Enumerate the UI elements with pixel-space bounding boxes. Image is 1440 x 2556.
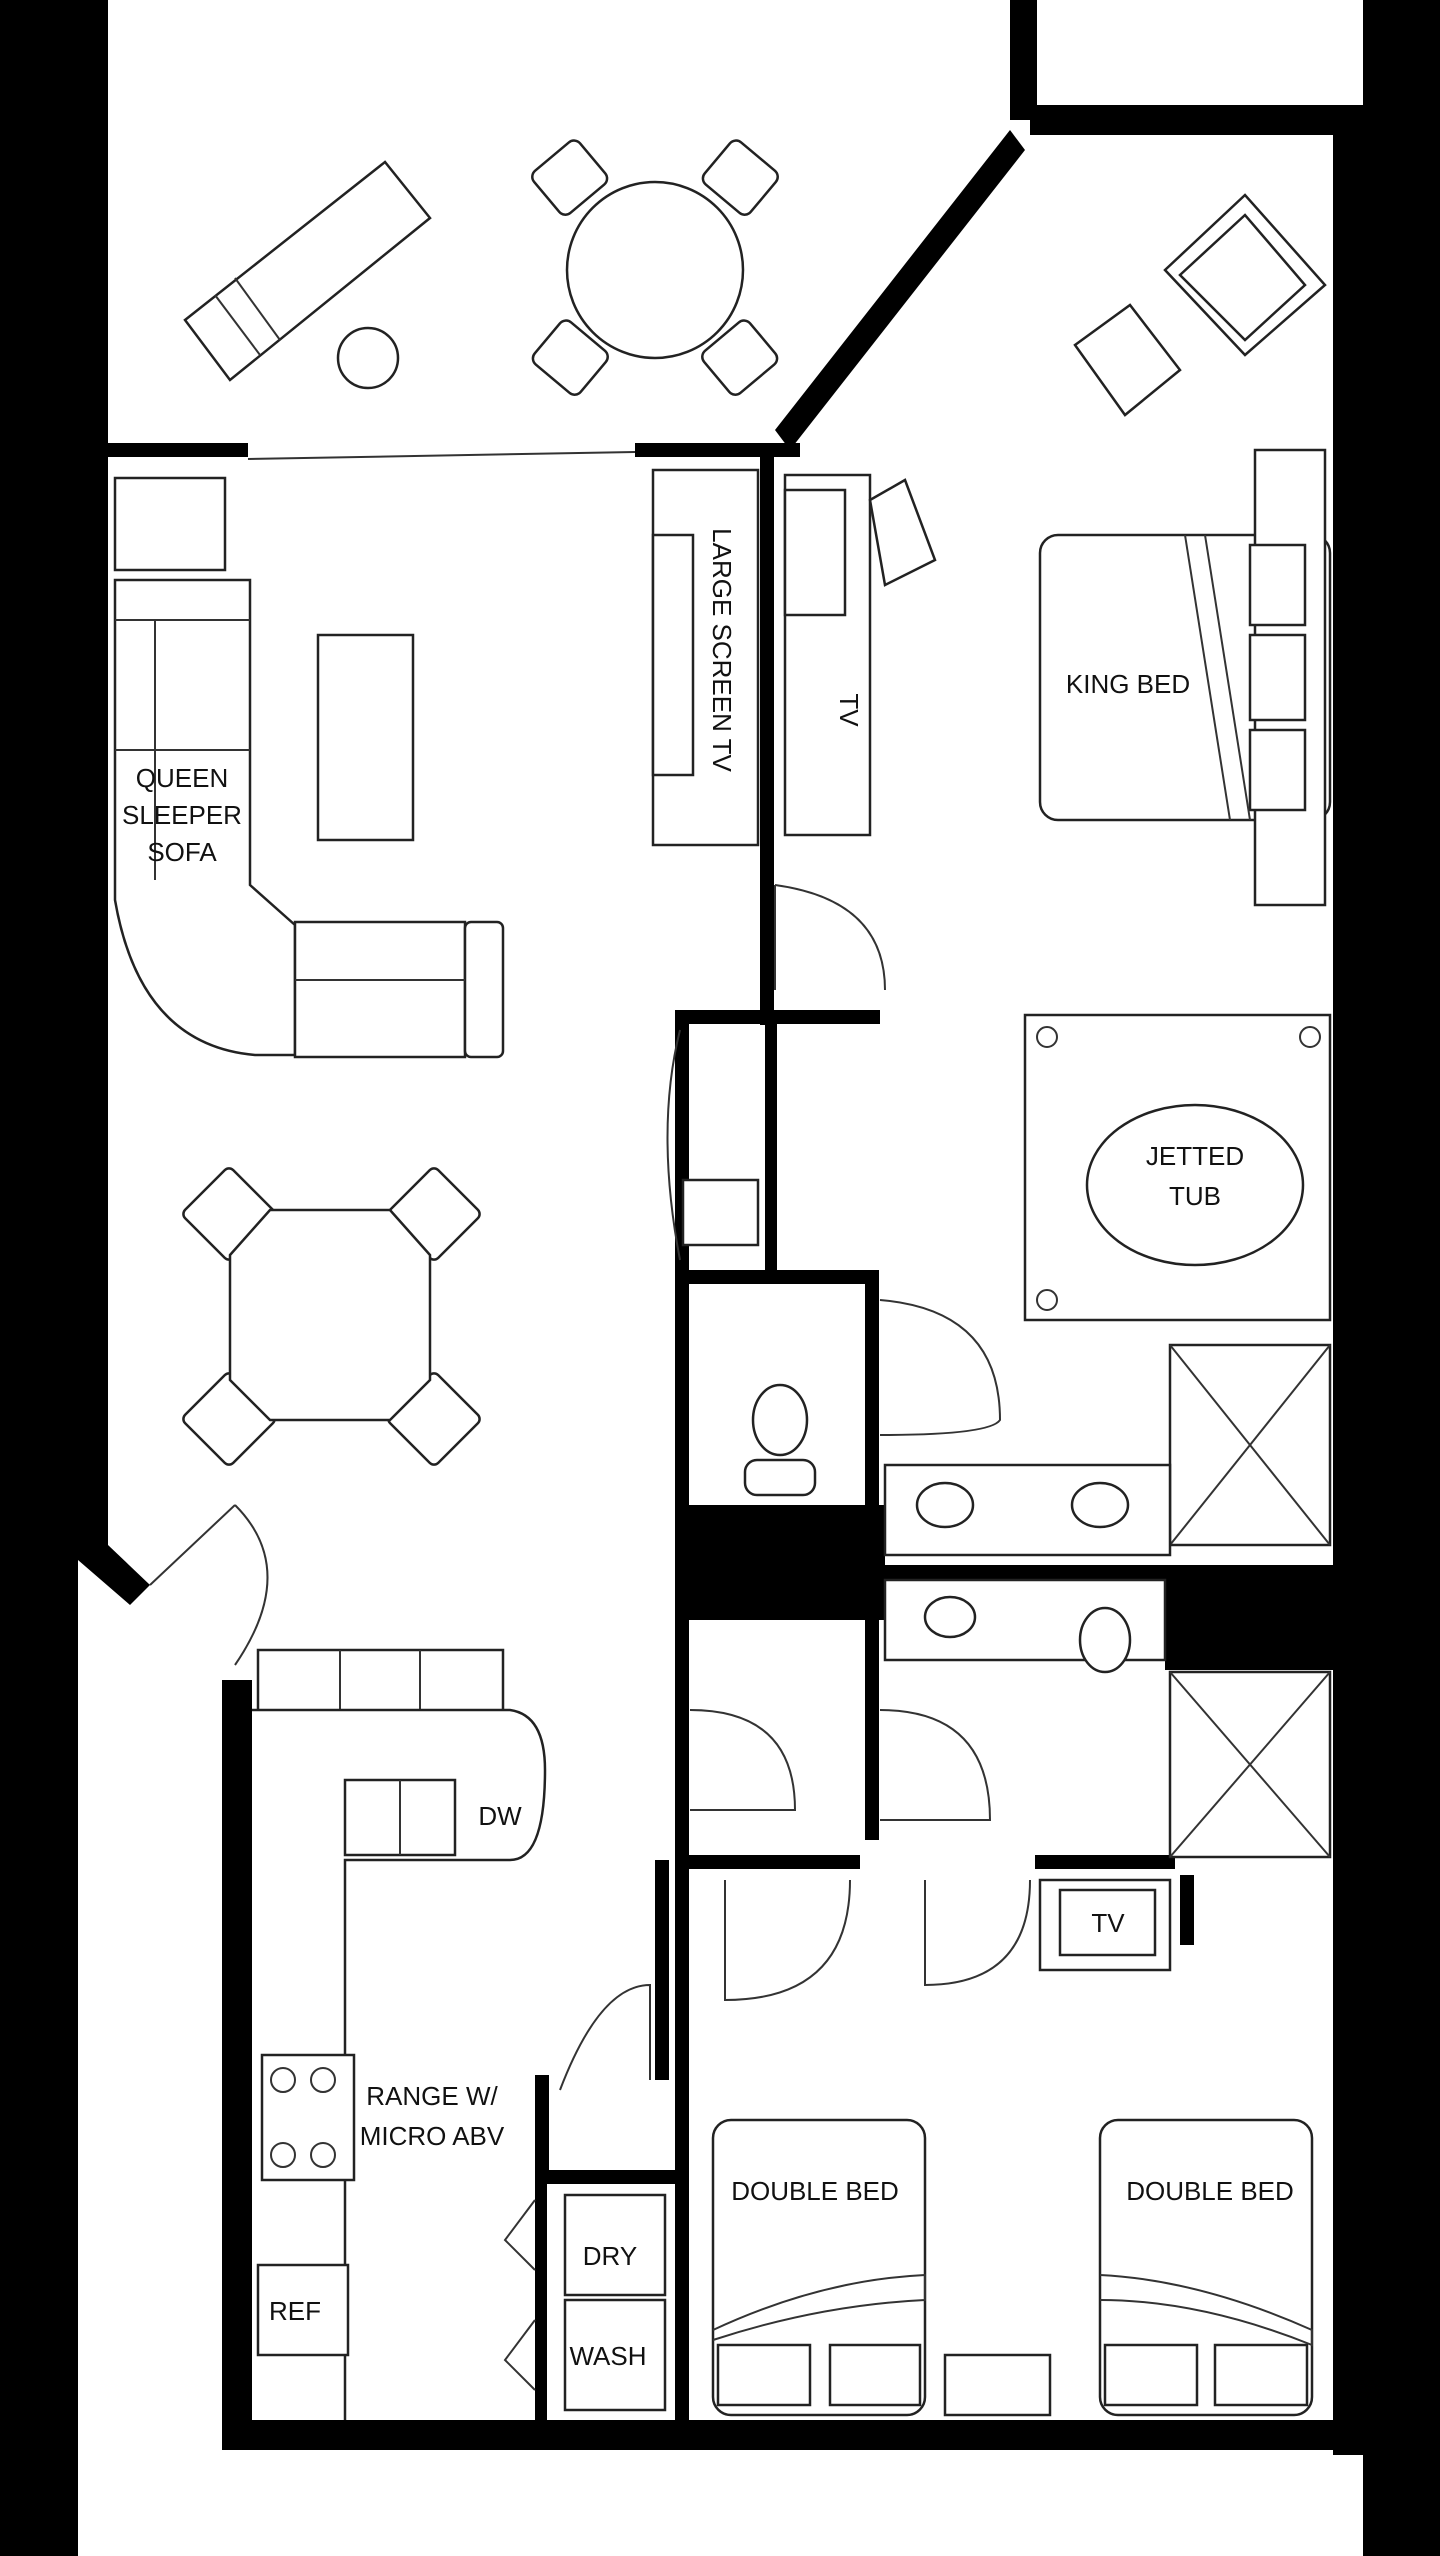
tv-dresser-master: TV	[783, 473, 872, 837]
dining-table-set	[182, 1167, 481, 1466]
laundry: DRY WASH	[503, 2193, 667, 2412]
angled-balcony-wall	[775, 130, 1025, 450]
patio-table-set	[531, 139, 779, 396]
tv-second-label: TV	[1091, 1908, 1125, 1938]
pantry-door[interactable]	[559, 1983, 651, 2091]
master-double-vanity	[883, 1463, 1172, 1557]
wall-bedroom2-top-left	[675, 1855, 860, 1869]
wall-living-master	[760, 455, 774, 1025]
wall-sink-nook	[765, 1010, 777, 1270]
exterior-wall-left-lower	[222, 1680, 252, 2450]
wc-door[interactable]	[879, 1299, 1002, 1436]
wall-laundry-left	[535, 2180, 547, 2420]
queen-sleeper-sofa-label: QUEEN SLEEPER SOFA	[122, 763, 242, 867]
wall-pantry-left	[535, 2075, 549, 2180]
jetted-tub: JETTED TUB	[1023, 1013, 1332, 1322]
wall-block-mid	[675, 1505, 885, 1620]
wall-bedroom2-top-mid	[1035, 1855, 1175, 1869]
exterior-wall-bottom	[222, 2420, 1363, 2450]
second-vanity	[883, 1578, 1167, 1674]
jetted-tub-label-line2: TUB	[1169, 1181, 1221, 1211]
jetted-tub-label-line1: JETTED	[1146, 1141, 1244, 1171]
slider-door	[247, 451, 636, 460]
exterior-wall-top-notch	[1010, 0, 1037, 120]
desk-chair	[868, 478, 937, 587]
sectional-sofa	[113, 578, 505, 1059]
wall-pantry-right	[655, 1860, 669, 2080]
wall-closet-top	[675, 1010, 880, 1024]
sofa-label-line1: QUEEN	[136, 763, 228, 793]
master-door[interactable]	[774, 884, 886, 991]
hall-doors[interactable]	[689, 1709, 992, 1821]
large-screen-tv: LARGE SCREEN TV	[651, 468, 760, 847]
bedroom2-doors[interactable]	[724, 1879, 1031, 2002]
kitchen-counter: DW	[252, 1648, 547, 2420]
master-shower	[1168, 1343, 1332, 1547]
left-margin	[0, 0, 78, 2556]
exterior-wall-top-right	[1030, 105, 1363, 135]
right-margin	[1363, 0, 1440, 2556]
wall-central-spine	[675, 1010, 689, 1870]
range: RANGE W/ MICRO ABV	[260, 2053, 505, 2182]
king-bed-label: KING BED	[1066, 669, 1190, 699]
side-table	[336, 326, 400, 390]
king-bed: KING BED	[1038, 448, 1332, 907]
tv-master-label: TV	[834, 693, 864, 727]
ref-label: REF	[269, 2296, 321, 2326]
large-screen-tv-label: LARGE SCREEN TV	[707, 528, 737, 772]
balcony-wall-left	[108, 443, 248, 457]
wall-bedroom2-left	[675, 1860, 689, 2420]
wash-label: WASH	[569, 2341, 646, 2371]
closet-sink	[666, 1029, 760, 1261]
master-wc	[743, 1383, 817, 1497]
wall-laundry-top	[535, 2170, 675, 2184]
nightstand	[943, 2353, 1052, 2417]
ottoman	[1073, 303, 1182, 417]
wall-wc-right	[865, 1270, 879, 1520]
coffee-table	[316, 633, 415, 842]
wall-wc-top	[675, 1270, 875, 1284]
wall-hall-right	[865, 1620, 879, 1840]
dw-label: DW	[478, 1801, 522, 1831]
double-bed-left-label: DOUBLE BED	[731, 2176, 899, 2206]
armchair	[1163, 193, 1327, 357]
double-bed-left: DOUBLE BED	[711, 2118, 927, 2417]
entry-door[interactable]	[149, 1504, 269, 1666]
wall-tv-jamb	[1180, 1875, 1194, 1945]
range-label-line2: MICRO ABV	[360, 2121, 505, 2151]
dry-label: DRY	[583, 2241, 637, 2271]
range-label-line1: RANGE W/	[366, 2081, 498, 2111]
end-table	[113, 476, 227, 572]
wall-shower-block	[1165, 1565, 1360, 1670]
double-bed-right: DOUBLE BED	[1098, 2118, 1314, 2417]
tv-second: TV	[1038, 1878, 1172, 1972]
sofa-label-line2: SLEEPER	[122, 800, 242, 830]
double-bed-right-label: DOUBLE BED	[1126, 2176, 1294, 2206]
second-shower	[1168, 1670, 1332, 1859]
refrigerator: REF	[256, 2263, 350, 2357]
entry-corner-wall	[78, 1545, 150, 1605]
exterior-wall-left-upper	[78, 0, 108, 1560]
chaise-lounge	[183, 160, 432, 382]
sofa-label-line3: SOFA	[147, 837, 217, 867]
exterior-wall-right	[1333, 105, 1363, 2455]
balcony-wall-right	[635, 443, 800, 457]
